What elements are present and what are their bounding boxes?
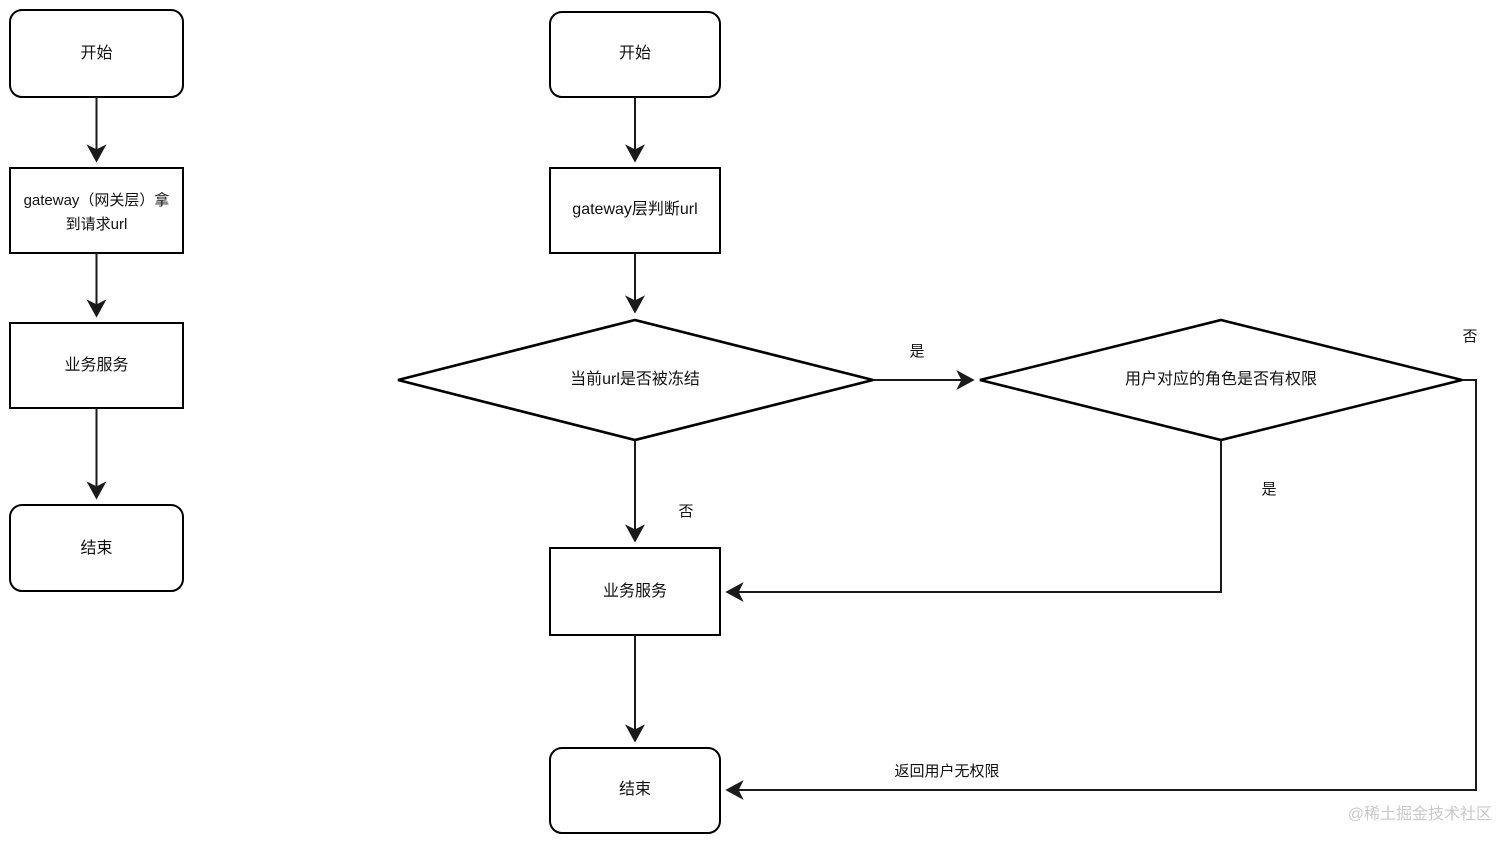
left-flow-group: 开始 gateway（网关层）拿 到请求url 业务服务 结 xyxy=(9,9,184,592)
right-edge-permission-service xyxy=(725,440,1222,602)
left-gateway-label-line1: gateway（网关层）拿 xyxy=(24,191,170,209)
left-service-label: 业务服务 xyxy=(64,356,128,374)
right-edge-label-return-no-permission: 返回用户无权限 xyxy=(894,763,999,780)
right-node-gateway[interactable]: gateway层判断url xyxy=(549,167,721,254)
right-edge-label-permission-yes: 是 xyxy=(1261,481,1276,498)
right-node-permission-decision[interactable]: 用户对应的角色是否有权限 xyxy=(979,318,1463,442)
left-node-start[interactable]: 开始 xyxy=(9,9,184,98)
left-service-shape xyxy=(9,322,184,409)
right-frozen-label: 当前url是否被冻结 xyxy=(570,370,700,388)
left-gateway-shape xyxy=(9,167,184,254)
left-node-gateway[interactable]: gateway（网关层）拿 到请求url xyxy=(9,167,184,254)
right-edge-label-frozen-no: 否 xyxy=(678,503,693,520)
right-service-label: 业务服务 xyxy=(603,582,667,600)
left-end-shape xyxy=(9,504,184,592)
left-end-label: 结束 xyxy=(80,539,112,557)
right-node-service[interactable]: 业务服务 xyxy=(549,547,721,636)
watermark: @稀土掘金技术社区 xyxy=(1348,805,1492,823)
right-node-start[interactable]: 开始 xyxy=(549,11,721,98)
right-flow-group: 开始 gateway层判断url 当前url是否被冻结 是 用户 xyxy=(397,11,1478,834)
right-end-shape xyxy=(549,747,721,834)
left-start-label: 开始 xyxy=(80,44,112,62)
right-permission-label: 用户对应的角色是否有权限 xyxy=(1125,369,1317,388)
right-edge-label-frozen-yes: 是 xyxy=(909,343,924,360)
right-end-label: 结束 xyxy=(619,780,651,798)
right-edge-label-permission-no: 否 xyxy=(1462,328,1477,345)
right-node-frozen-decision[interactable]: 当前url是否被冻结 xyxy=(397,318,874,442)
right-edge-permission-end xyxy=(725,379,1477,800)
right-node-end[interactable]: 结束 xyxy=(549,747,721,834)
right-start-label: 开始 xyxy=(619,44,651,62)
left-node-end[interactable]: 结束 xyxy=(9,504,184,592)
left-node-service[interactable]: 业务服务 xyxy=(9,322,184,409)
right-gateway-label: gateway层判断url xyxy=(572,200,697,218)
left-gateway-label-line2: 到请求url xyxy=(66,216,128,233)
